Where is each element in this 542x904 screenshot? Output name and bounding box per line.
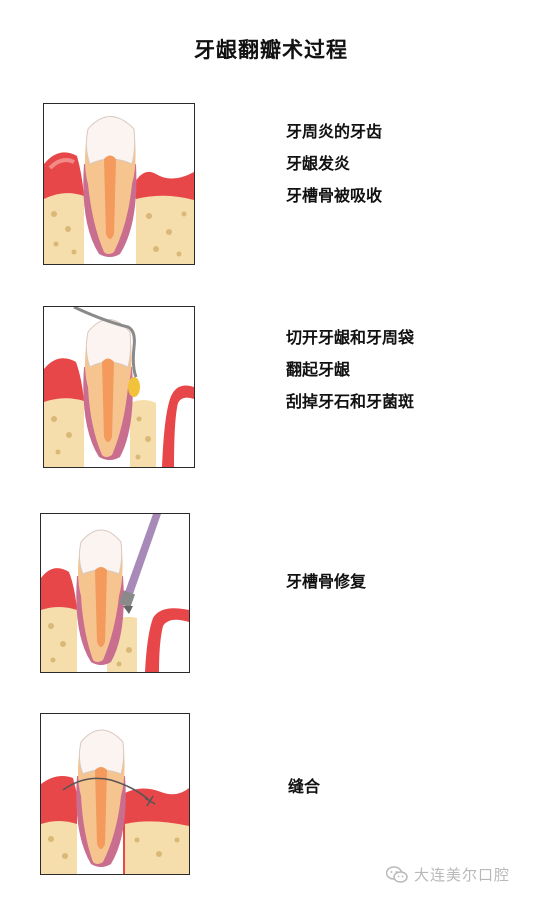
- wechat-icon: [386, 865, 408, 884]
- step-line: 牙龈发炎: [286, 154, 351, 173]
- page-title: 牙龈翻瓣术过程: [194, 38, 348, 62]
- illustration-incision-scaling: [43, 306, 195, 468]
- illustration-bone-repair: [40, 513, 190, 673]
- illustration-inflamed-tooth: [43, 103, 195, 265]
- illustration-suturing: [40, 713, 190, 875]
- step-description-1: 牙周炎的牙齿 牙龈发炎 牙槽骨被吸收: [286, 116, 382, 212]
- step-line: 牙槽骨修复: [286, 572, 367, 591]
- watermark: 大连美尔口腔: [386, 864, 510, 885]
- step-line: 刮掉牙石和牙菌斑: [286, 392, 415, 411]
- step-line: 翻起牙龈: [286, 360, 351, 379]
- step-line: 切开牙龈和牙周袋: [286, 328, 415, 347]
- step-description-2: 切开牙龈和牙周袋 翻起牙龈 刮掉牙石和牙菌斑: [286, 322, 414, 418]
- step-description-4: 缝合: [288, 771, 320, 803]
- watermark-text: 大连美尔口腔: [414, 866, 511, 884]
- step-line: 缝合: [288, 777, 321, 796]
- step-description-3: 牙槽骨修复: [286, 566, 366, 598]
- step-line: 牙槽骨被吸收: [286, 186, 383, 205]
- step-line: 牙周炎的牙齿: [286, 122, 383, 141]
